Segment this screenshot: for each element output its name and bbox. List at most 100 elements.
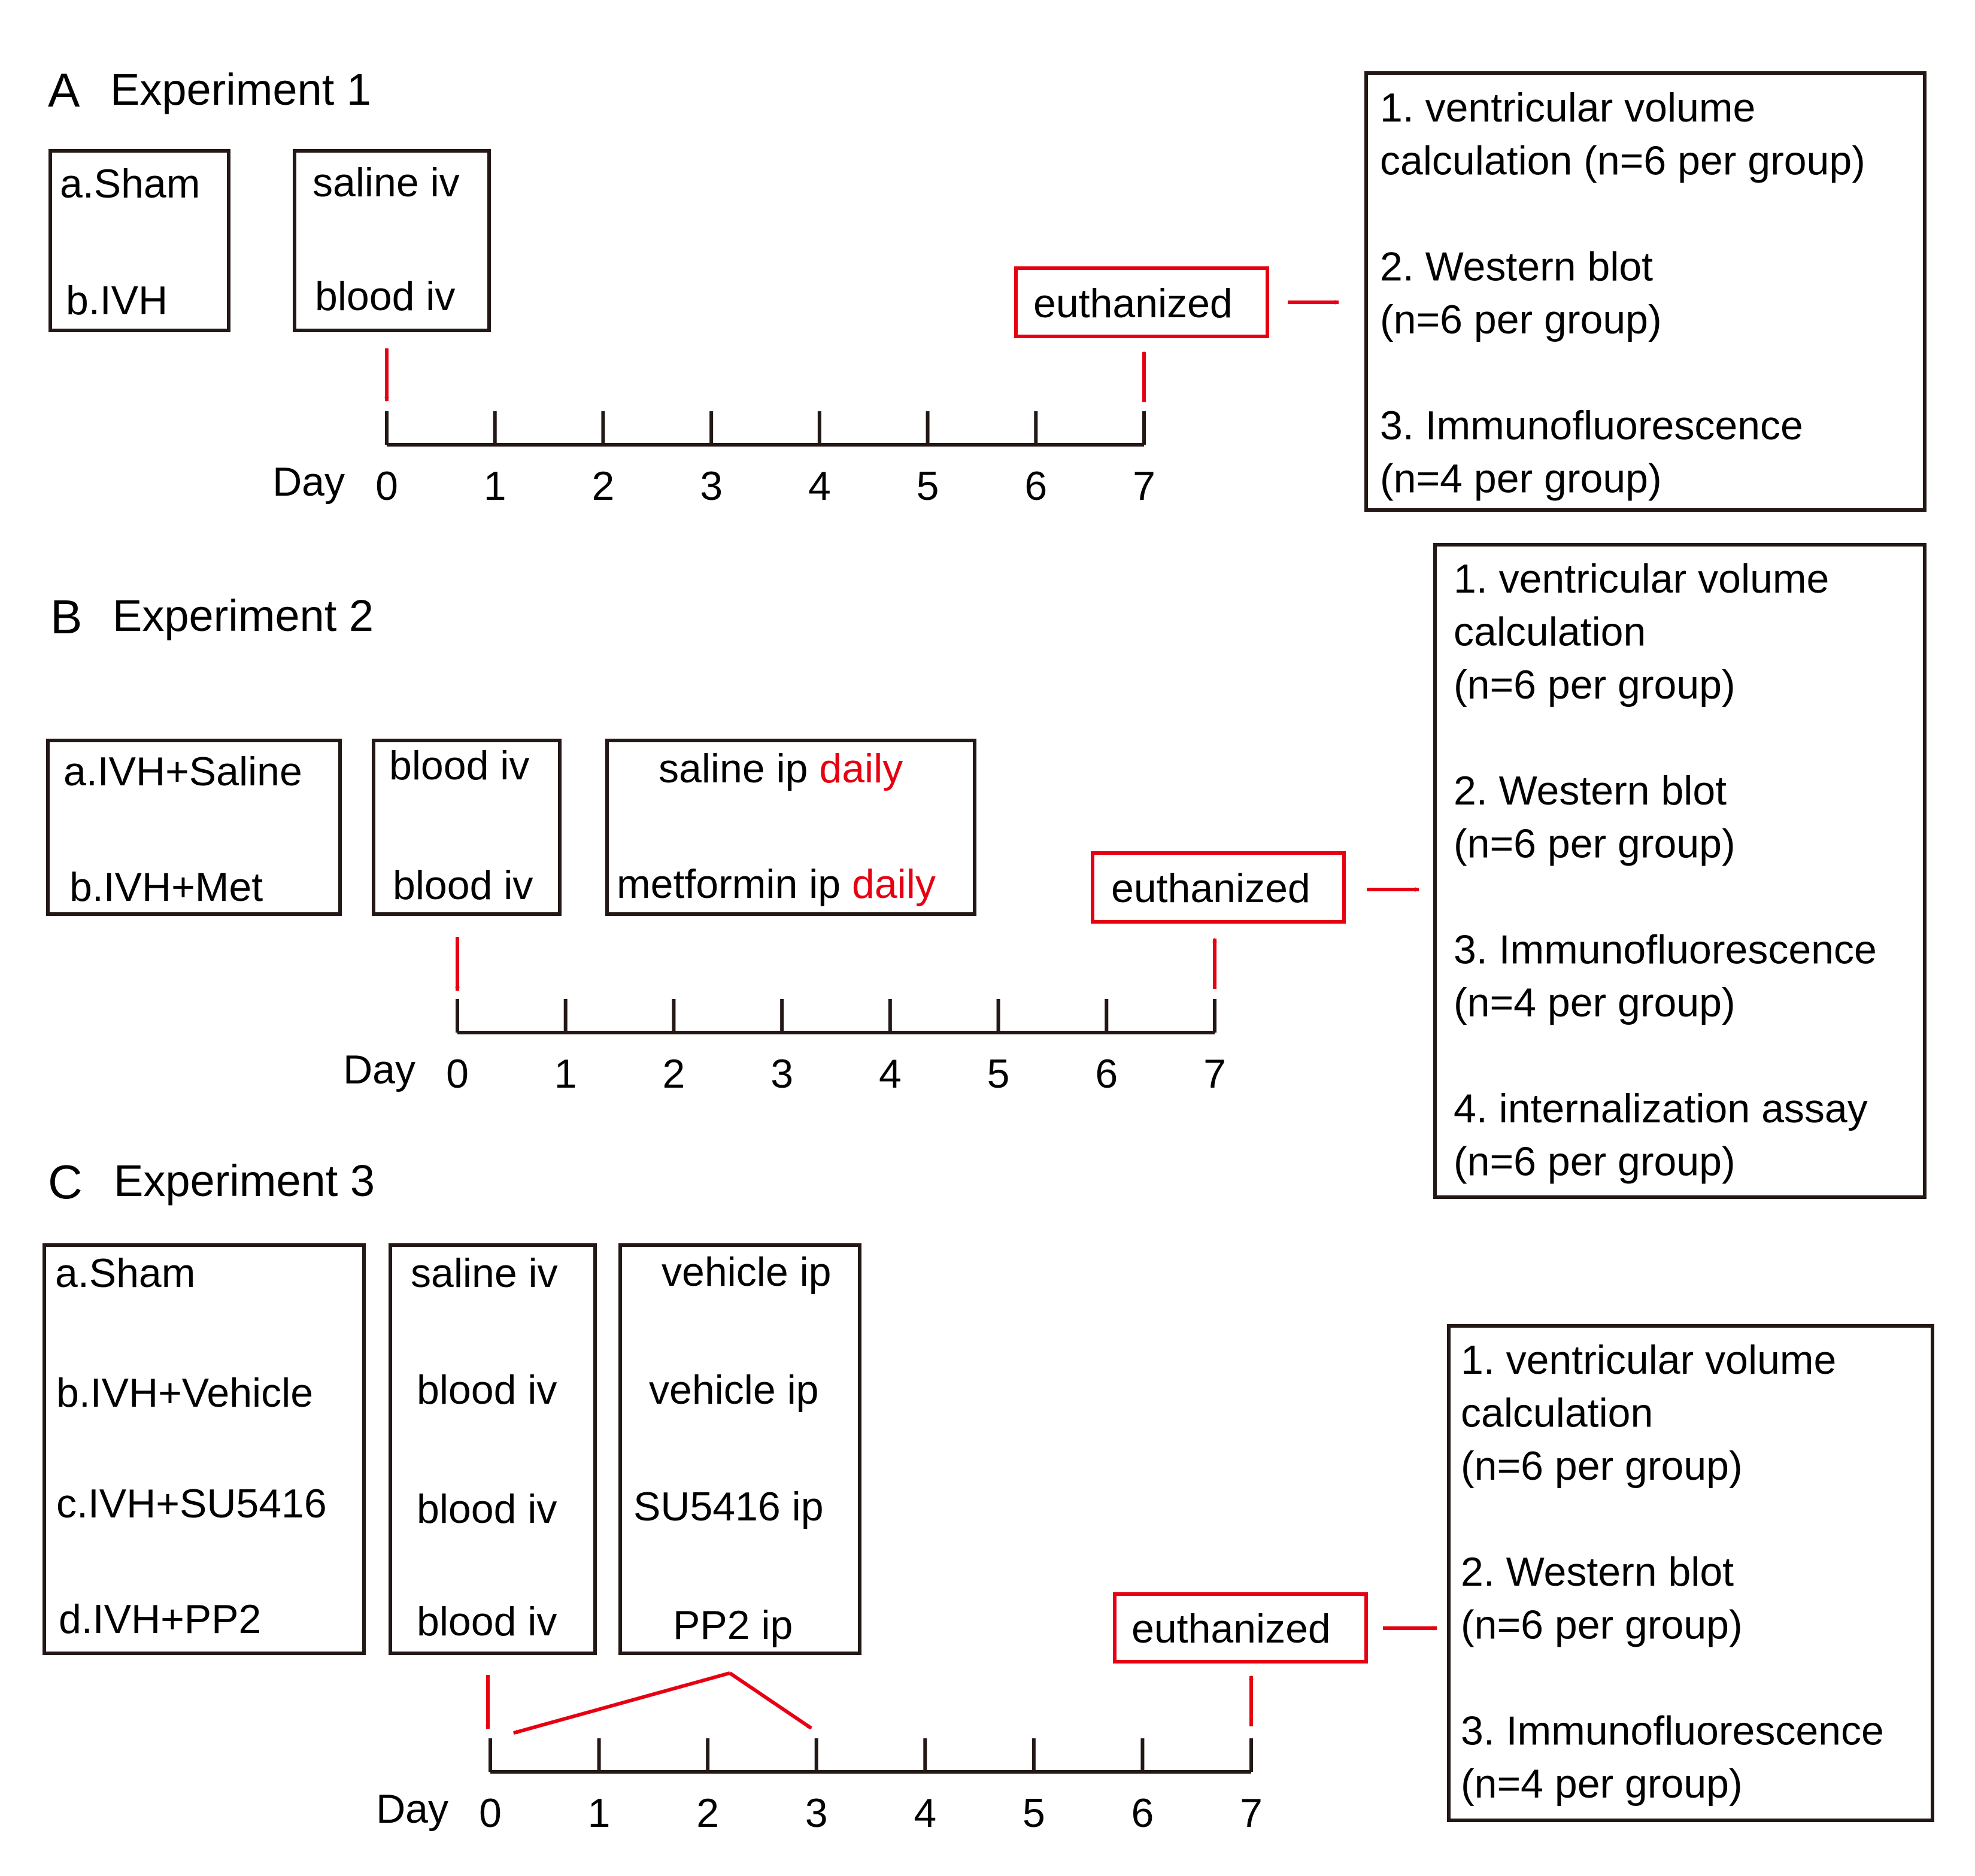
timeline-day-label: 0 xyxy=(446,1051,469,1097)
panel-a-timeline: 0 1 2 3 4 5 6 7 Day xyxy=(272,411,1155,509)
panel-c-group: b.IVH+Vehicle xyxy=(56,1370,313,1416)
panel-c-injection: saline iv xyxy=(411,1250,558,1296)
panel-c-injection: blood iv xyxy=(417,1486,557,1532)
outcome-line: (n=6 per group) xyxy=(1461,1443,1743,1489)
timeline-day-label: 2 xyxy=(663,1051,685,1097)
timeline-day-label: 4 xyxy=(914,1790,936,1836)
timeline-day-label: 1 xyxy=(554,1051,577,1097)
panel-c-injection: blood iv xyxy=(417,1367,557,1413)
panel-b-injection: blood iv xyxy=(389,743,529,788)
panel-c-treatment: vehicle ip xyxy=(662,1249,832,1295)
timeline-day-label: 3 xyxy=(700,463,723,509)
panel-b-treatment-daily: daily xyxy=(852,861,936,907)
panel-a-groups-box xyxy=(48,149,230,332)
panel-a: A Experiment 1 a.Sham b.IVH saline iv bl… xyxy=(48,63,1927,512)
outcome-line: (n=6 per group) xyxy=(1454,1139,1736,1185)
outcome-line: 2. Western blot xyxy=(1461,1549,1734,1595)
panel-c-group: a.Sham xyxy=(55,1250,195,1296)
panel-b-group: a.IVH+Saline xyxy=(63,749,302,794)
timeline-day-label: 4 xyxy=(808,463,831,509)
panel-a-group: b.IVH xyxy=(66,278,168,323)
panel-c-treatment: vehicle ip xyxy=(649,1367,819,1413)
outcome-line: (n=6 per group) xyxy=(1454,662,1736,708)
panel-b-group: b.IVH+Met xyxy=(69,864,263,910)
panel-b-injection: blood iv xyxy=(393,863,533,908)
timeline-day-title: Day xyxy=(376,1786,448,1832)
panel-b-injection-box xyxy=(372,739,562,916)
timeline-day-label: 6 xyxy=(1095,1051,1118,1097)
panel-b-treatment-box xyxy=(605,739,976,916)
outcome-line: 3. Immunofluorescence xyxy=(1461,1708,1884,1754)
outcome-line: (n=4 per group) xyxy=(1461,1761,1743,1807)
panel-c: C Experiment 3 a.Sham b.IVH+Vehicle c.IV… xyxy=(43,1155,1934,1836)
timeline-day-label: 6 xyxy=(1024,463,1047,509)
panel-a-endpoint: euthanized xyxy=(1033,281,1233,326)
panel-b-endpoint: euthanized xyxy=(1111,866,1310,911)
outcome-line: (n=4 per group) xyxy=(1380,456,1662,502)
outcome-line: calculation xyxy=(1454,609,1646,655)
panel-a-injection-box xyxy=(293,149,491,332)
panel-a-injection: blood iv xyxy=(315,274,455,319)
panel-b: B Experiment 2 a.IVH+Saline b.IVH+Met bl… xyxy=(46,543,1927,1199)
panel-c-treatment-box xyxy=(618,1243,861,1655)
timeline-day-label: 5 xyxy=(917,463,939,509)
outcome-line: 2. Western blot xyxy=(1454,768,1727,813)
panel-b-groups-box xyxy=(46,739,342,916)
panel-b-treatment: saline ip daily xyxy=(659,746,903,791)
panel-b-title: Experiment 2 xyxy=(113,591,374,640)
timeline-day-label: 1 xyxy=(588,1790,611,1836)
outcome-line: (n=4 per group) xyxy=(1454,980,1736,1025)
timeline-day-label: 4 xyxy=(879,1051,902,1097)
timeline-day-label: 0 xyxy=(479,1790,502,1836)
timeline-day-title: Day xyxy=(343,1047,415,1092)
panel-a-group: a.Sham xyxy=(60,161,200,207)
panel-b-treatment-drug: saline ip xyxy=(659,746,808,791)
timeline-day-label: 5 xyxy=(987,1051,1010,1097)
outcome-line: 1. ventricular volume xyxy=(1380,85,1755,130)
timeline-day-label: 7 xyxy=(1240,1790,1263,1836)
timeline-day-label: 7 xyxy=(1203,1051,1226,1097)
timeline-day-label: 5 xyxy=(1023,1790,1045,1836)
panel-b-outcomes-box xyxy=(1433,543,1927,1199)
panel-a-outcomes-box xyxy=(1364,71,1927,512)
timeline-day-label: 1 xyxy=(484,463,506,509)
panel-b-treatment: metformin ip daily xyxy=(617,861,936,907)
timeline-day-label: 2 xyxy=(592,463,615,509)
outcome-line: 3. Immunofluorescence xyxy=(1380,403,1803,448)
panel-c-groups-box xyxy=(43,1243,366,1655)
outcome-line: calculation xyxy=(1461,1391,1653,1436)
panel-c-euthanized-box xyxy=(1113,1592,1368,1663)
timeline-day-label: 7 xyxy=(1133,463,1155,509)
panel-c-treatment: SU5416 ip xyxy=(633,1484,824,1529)
panel-c-injection-box xyxy=(389,1243,597,1655)
timeline-day-label: 0 xyxy=(375,463,398,509)
outcome-line: (n=6 per group) xyxy=(1454,821,1736,867)
outcome-line: 4. internalization assay xyxy=(1454,1086,1868,1131)
panel-a-title: Experiment 1 xyxy=(110,65,371,114)
panel-c-arrow-treatment-day3 xyxy=(729,1671,812,1730)
panel-c-group: d.IVH+PP2 xyxy=(59,1596,261,1642)
panel-a-injection: saline iv xyxy=(313,160,460,205)
timeline-day-label: 3 xyxy=(805,1790,828,1836)
panel-b-treatment-drug: metformin ip xyxy=(617,861,841,907)
panel-c-endpoint: euthanized xyxy=(1131,1606,1331,1652)
panel-c-title: Experiment 3 xyxy=(114,1156,375,1206)
panel-b-euthanized-box xyxy=(1091,851,1346,924)
panel-b-letter: B xyxy=(50,590,82,643)
panel-c-letter: C xyxy=(48,1155,83,1209)
outcome-line: 1. ventricular volume xyxy=(1461,1337,1836,1383)
timeline-day-title: Day xyxy=(272,459,345,505)
timeline-day-label: 6 xyxy=(1131,1790,1154,1836)
panel-c-treatment: PP2 ip xyxy=(673,1602,793,1648)
panel-a-letter: A xyxy=(48,63,80,117)
panel-c-injection: blood iv xyxy=(417,1599,557,1644)
panel-c-group: c.IVH+SU5416 xyxy=(56,1481,327,1526)
outcome-line: (n=6 per group) xyxy=(1380,297,1662,342)
panel-a-euthanized-box xyxy=(1014,266,1269,338)
